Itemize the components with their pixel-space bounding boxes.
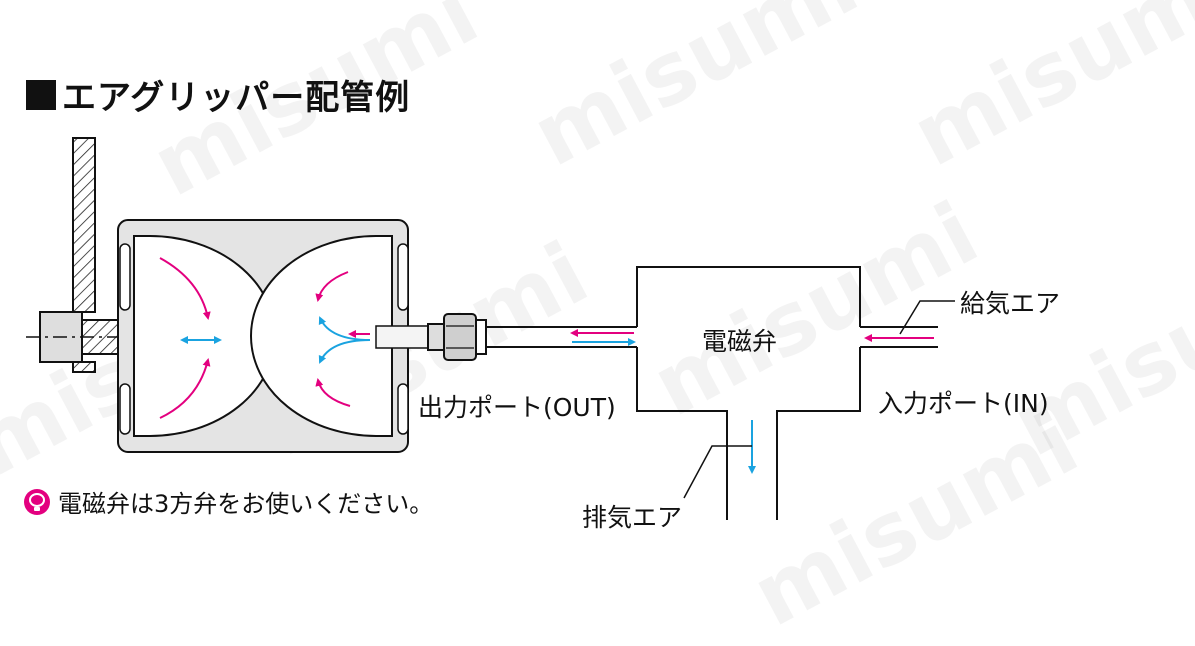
- valve-label: 電磁弁: [702, 327, 778, 356]
- page-title: エアグリッパー配管例: [26, 70, 410, 119]
- gripper-flow-arrows: [159, 257, 371, 419]
- exhaust-air-label: 排気エア: [582, 503, 683, 532]
- in-tube: [860, 326, 938, 348]
- supply-air-label: 給気エア: [960, 289, 1061, 318]
- caution-icon: [24, 488, 50, 515]
- title-square-icon: [26, 79, 56, 110]
- gripper-body: [117, 219, 429, 453]
- note: 電磁弁は3方弁をお使いください。: [24, 484, 433, 519]
- note-text: 電磁弁は3方弁をお使いください。: [58, 490, 434, 518]
- leader-lines: [683, 300, 955, 499]
- title-text: エアグリッパー配管例: [62, 78, 411, 118]
- bolt: [26, 311, 148, 363]
- out-port-label: 出力ポート(OUT): [418, 393, 616, 422]
- fitting: [427, 313, 487, 361]
- in-port-label: 入力ポート(IN): [878, 389, 1049, 418]
- piping-diagram: [26, 137, 955, 520]
- solenoid-valve-box: [636, 266, 861, 520]
- mounting-plate: [72, 137, 96, 373]
- out-tube: [486, 326, 637, 348]
